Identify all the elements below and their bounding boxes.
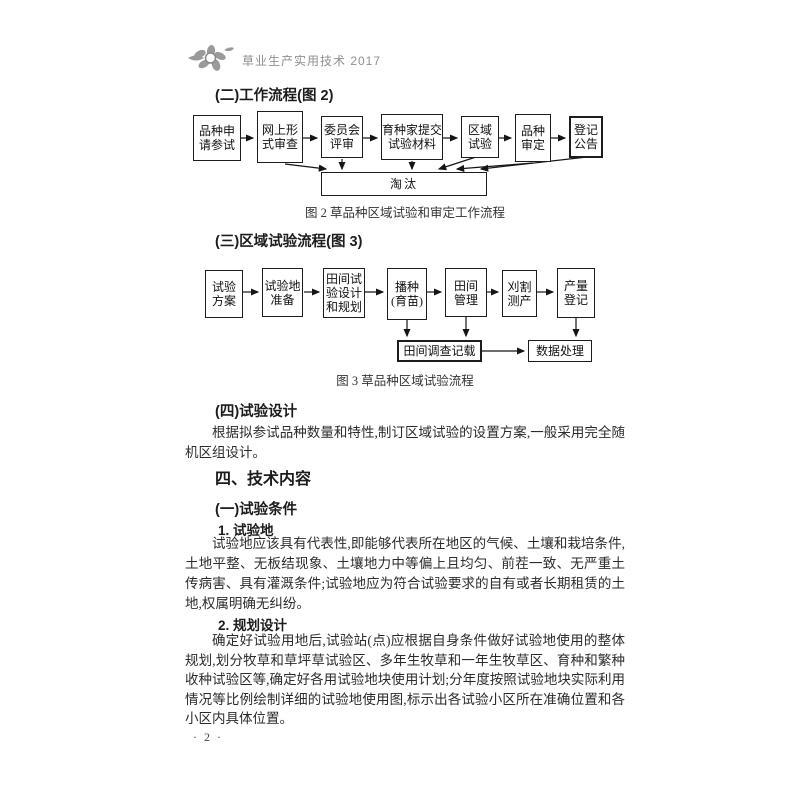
flow-box-review: 网上形 式审查 (257, 111, 303, 163)
flow-box-regional: 区域 试验 (461, 116, 499, 158)
flow-box-mowing: 刈割 测产 (502, 270, 537, 317)
design-paragraph: 根据拟参试品种数量和特性,制订区域试验的设置方案,一般采用完全随机区组设计。 (185, 425, 625, 460)
heading-planning: 2. 规划设计 (218, 618, 288, 633)
eliminate-box: 淘汰 (321, 172, 487, 196)
flow-box-field-design: 田间试 验设计 和规划 (323, 268, 365, 318)
heading-design: (四)试验设计 (215, 404, 298, 420)
flow-box-plan: 试验 方案 (205, 270, 243, 318)
page-number: · 2 · (193, 730, 223, 744)
flow-box-site-prep: 试验地 准备 (262, 268, 303, 317)
flow-box-announce: 登记 公告 (569, 116, 603, 158)
flow-box-committee: 委员会 评审 (321, 116, 363, 158)
heading-tech-content: 四、技术内容 (215, 471, 312, 488)
book-title: 草业生产实用技术 2017 (242, 54, 382, 68)
figure3-flowchart: 试验 方案 试验地 准备 田间试 验设计 和规划 播种 (育苗) 田间 管理 刈… (185, 262, 625, 364)
figure2-caption: 图 2 草品种区域试验和审定工作流程 (304, 206, 505, 220)
heading-conditions: (一)试验条件 (215, 502, 298, 518)
figure2-flowchart: 品种申 请参试 网上形 式审查 委员会 评审 育种家提交 试验材料 区域 试验 … (185, 108, 625, 200)
heading-regional: (三)区域试验流程(图 3) (215, 234, 363, 250)
flower-icon (186, 42, 236, 74)
heading-test-site: 1. 试验地 (218, 523, 274, 538)
heading-workflow: (二)工作流程(图 2) (215, 88, 334, 104)
survey-box: 田间调查记载 (397, 340, 482, 362)
flow-box-materials: 育种家提交 试验材料 (381, 114, 443, 160)
flow-box-apply: 品种申 请参试 (193, 115, 241, 161)
test-site-paragraph: 试验地应该具有代表性,即能够代表所在地区的气候、土壤和栽培条件,土地平整、无板结… (185, 536, 625, 611)
data-processing-box: 数据处理 (528, 340, 592, 362)
flow-box-management: 田间 管理 (445, 268, 487, 317)
figure3-caption: 图 3 草品种区域试验流程 (336, 374, 474, 388)
flow-box-approval: 品种 审定 (515, 114, 551, 162)
planning-paragraph: 确定好试验用地后,试验站(点)应根据自身条件做好试验地使用的整体规划,划分牧草和… (185, 633, 625, 726)
flow-box-yield: 产量 登记 (557, 268, 595, 318)
flow-box-sowing: 播种 (育苗) (387, 268, 427, 320)
